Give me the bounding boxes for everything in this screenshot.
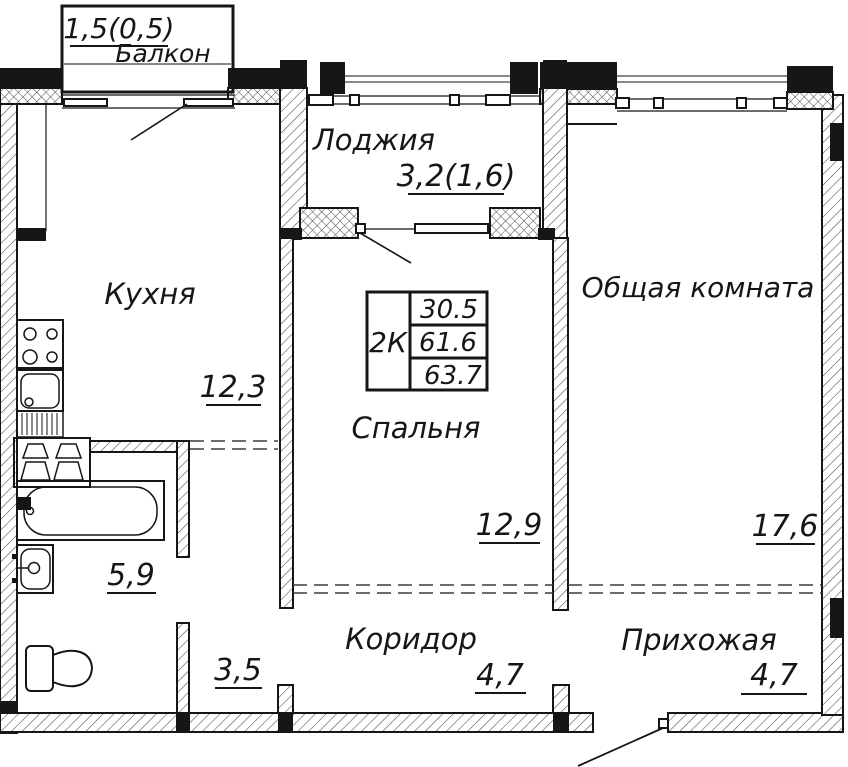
hallway-label: Прихожая: [621, 623, 776, 657]
living-room-label: Общая комната: [582, 271, 815, 304]
room-labels: 1,5(0,5) Балкон Лоджия 3,2(1,6) Кухня 12…: [64, 12, 819, 695]
table-row-living: 30.5: [420, 295, 478, 325]
wc-area: 3,5: [214, 653, 262, 688]
corridor-label: Коридор: [345, 622, 477, 656]
top-walls: [0, 60, 834, 141]
living-room-window: [615, 97, 788, 112]
balcony-label: Балкон: [115, 39, 210, 68]
kitchen-area: 12,3: [200, 370, 267, 405]
kitchen-fixtures: [16, 319, 64, 438]
balcony-structure: [60, 4, 235, 94]
loggia-label: Лоджия: [312, 123, 435, 157]
stove: [16, 319, 64, 369]
loggia-area: 3,2(1,6): [397, 159, 516, 194]
living-room-area: 17,6: [752, 509, 819, 544]
kitchen-sink: [16, 369, 64, 438]
entry-door: [577, 718, 669, 767]
bathroom-area: 5,9: [107, 558, 155, 593]
inner-walls: [89, 87, 570, 714]
bedroom-label: Спальня: [351, 411, 480, 445]
apartment-type: 2К: [369, 326, 408, 359]
corridor-area: 4,7: [476, 658, 524, 693]
kitchen-window: [62, 94, 235, 141]
loggia-window: [355, 223, 490, 264]
washing-machines: [13, 437, 91, 488]
table-row-overall: 63.7: [424, 361, 482, 391]
entry-door-swing: [577, 727, 664, 767]
loggia-glazing: [307, 94, 543, 106]
hallway-area: 4,7: [750, 658, 798, 693]
bathtub: [16, 480, 165, 541]
loggia-door-swing: [359, 232, 412, 264]
toilet: [25, 645, 94, 692]
summary-table: 2К 30.5 61.6 63.7: [365, 290, 489, 392]
bathroom-fixtures: [12, 437, 165, 692]
bedroom-area: 12,9: [476, 508, 543, 543]
washbasin: [12, 544, 54, 594]
balcony-door-swing: [130, 103, 188, 141]
kitchen-label: Кухня: [104, 277, 195, 311]
dashed-zone-lines: [190, 440, 822, 594]
table-row-total: 61.6: [419, 328, 477, 358]
balcony-area: 1,5(0,5): [64, 12, 175, 45]
